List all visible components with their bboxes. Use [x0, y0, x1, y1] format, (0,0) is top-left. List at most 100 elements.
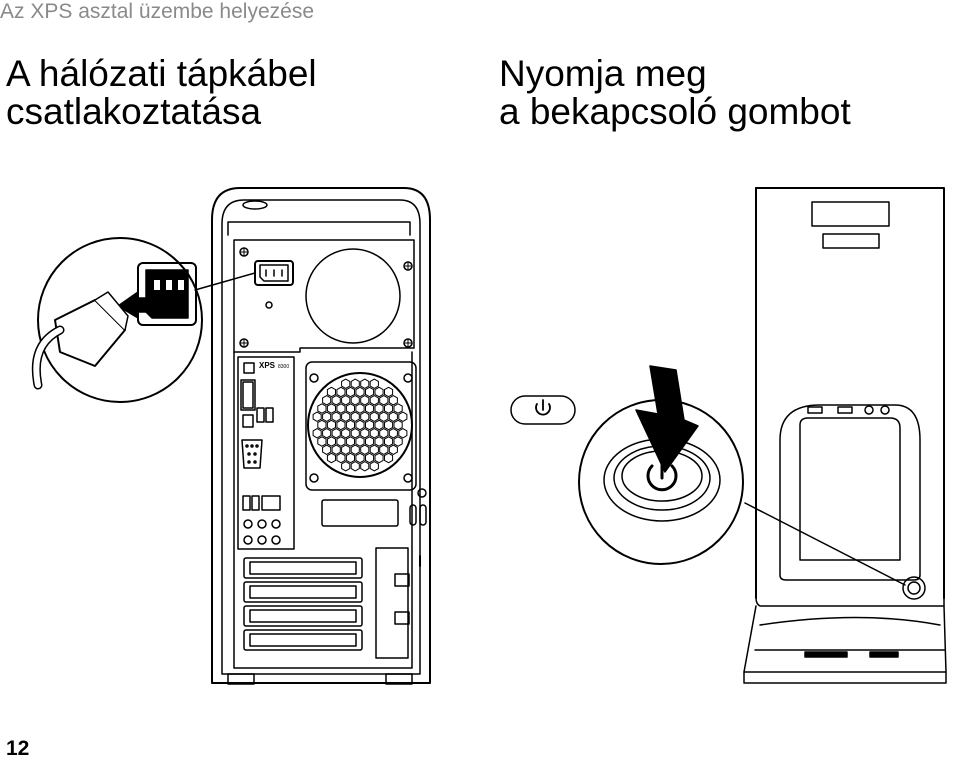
power-button-icon: [510, 395, 576, 425]
fan-hex-cell: [322, 395, 332, 406]
io-panel: XPS 8300: [237, 356, 295, 550]
fan-hex-cell: [345, 452, 355, 464]
fan-hex-cell: [350, 395, 360, 406]
fan-hex-cell: [388, 411, 398, 422]
fan-hex-cell: [355, 403, 365, 414]
fan-hex-cell: [374, 452, 384, 464]
expansion-slots: [243, 547, 421, 659]
fan-hex-cell: [326, 436, 336, 447]
fan-hex-cell: [374, 403, 384, 414]
fan-hex-cell: [369, 461, 379, 472]
fan-hex-cell: [388, 444, 398, 455]
fan-hex-cell: [345, 419, 355, 431]
fan-hex-cell: [326, 452, 336, 464]
model-number: 8300: [278, 364, 289, 370]
fan-hex-cell: [331, 411, 341, 422]
fan-hex-cell: [317, 436, 327, 447]
fan-hex-cell: [360, 461, 370, 472]
arrow-icon: [117, 291, 153, 319]
fan-hex-cell: [374, 436, 384, 447]
fan-hex-cell: [341, 395, 351, 406]
fan-hex-cell: [360, 428, 370, 439]
fan-hex-cell: [355, 419, 365, 431]
fan-hex-cell: [350, 411, 360, 422]
power-cable-zoom: [31, 237, 203, 403]
psu-fan: [305, 248, 401, 344]
fan-hex-cell: [317, 403, 327, 414]
fan-hex-cell: [326, 419, 336, 431]
power-button-zoom: [578, 365, 744, 565]
fan-hex-cell: [388, 428, 398, 439]
screw-icon: [239, 247, 413, 483]
fan-hex-cell: [345, 386, 355, 398]
fan-hex-cell: [374, 419, 384, 431]
step-title-power-button: Nyomja meg a bekapcsoló gombot: [499, 55, 851, 131]
fan-hex-cell: [384, 452, 394, 464]
rear-fan-grille: [305, 361, 417, 491]
section-header: Az XPS asztal üzembe helyezése: [0, 0, 314, 23]
fan-hex-cell: [312, 411, 322, 422]
fan-hex-cell: [336, 386, 346, 398]
fan-hex-cell: [345, 403, 355, 414]
power-button-case: [902, 576, 926, 600]
fan-hex-cell: [345, 436, 355, 447]
fan-hex-cell: [350, 378, 360, 389]
fan-hex-cell: [355, 452, 365, 464]
fan-hex-cell: [365, 452, 375, 464]
fan-hex-cell: [341, 378, 351, 389]
fan-hex-cell: [317, 419, 327, 431]
fan-hex-cell: [331, 428, 341, 439]
fan-hex-cell: [336, 436, 346, 447]
fan-hex-cell: [384, 386, 394, 398]
fan-hex-cell: [341, 444, 351, 455]
fan-hex-cell: [360, 444, 370, 455]
fan-hex-cell: [388, 395, 398, 406]
fan-hex-cell: [398, 411, 408, 422]
fan-hex-cell: [384, 436, 394, 447]
step-title-line-1: A hálózati tápkábel: [6, 53, 317, 94]
fan-hex-cell: [355, 436, 365, 447]
fan-hex-cell: [341, 461, 351, 472]
model-label: XPS: [259, 361, 276, 370]
fan-hex-cell: [350, 444, 360, 455]
fan-hex-cell: [379, 411, 389, 422]
fan-hex-cell: [398, 428, 408, 439]
page-number: 12: [6, 737, 30, 760]
fan-hex-cell: [369, 444, 379, 455]
fan-hex-cell: [369, 411, 379, 422]
fan-hex-cell: [341, 428, 351, 439]
fan-hex-cell: [336, 403, 346, 414]
fan-hex-cell: [379, 444, 389, 455]
step-title-line-2: csatlakoztatása: [6, 91, 262, 132]
fan-hex-cell: [355, 386, 365, 398]
fan-hex-cell: [360, 395, 370, 406]
fan-hex-cell: [393, 436, 403, 447]
fan-hex-cell: [393, 403, 403, 414]
fan-hex-cell: [336, 419, 346, 431]
fan-hex-cell: [365, 436, 375, 447]
fan-hex-cell: [365, 386, 375, 398]
fan-hex-cell: [369, 378, 379, 389]
fan-hex-cell: [341, 411, 351, 422]
fan-hex-cell: [379, 428, 389, 439]
fan-hex-cell: [312, 428, 322, 439]
fan-hex-cell: [322, 411, 332, 422]
power-connector-rear: [254, 260, 294, 309]
fan-hex-cell: [365, 403, 375, 414]
fan-hex-cell: [322, 444, 332, 455]
fan-hex-cell: [393, 419, 403, 431]
computer-front-view: [743, 187, 947, 684]
fan-hex-cell: [384, 419, 394, 431]
fan-hex-cell: [326, 386, 336, 398]
fan-hex-cell: [369, 428, 379, 439]
fan-hex-cell: [379, 395, 389, 406]
step-title-line-2: a bekapcsoló gombot: [499, 91, 851, 132]
fan-hex-cell: [365, 419, 375, 431]
fan-hex-cell: [350, 428, 360, 439]
fan-hex-cell: [326, 403, 336, 414]
fan-hex-cell: [374, 386, 384, 398]
fan-hex-cell: [369, 395, 379, 406]
computer-rear-view: XPS 8300: [211, 187, 431, 685]
fan-hex-cell: [331, 395, 341, 406]
